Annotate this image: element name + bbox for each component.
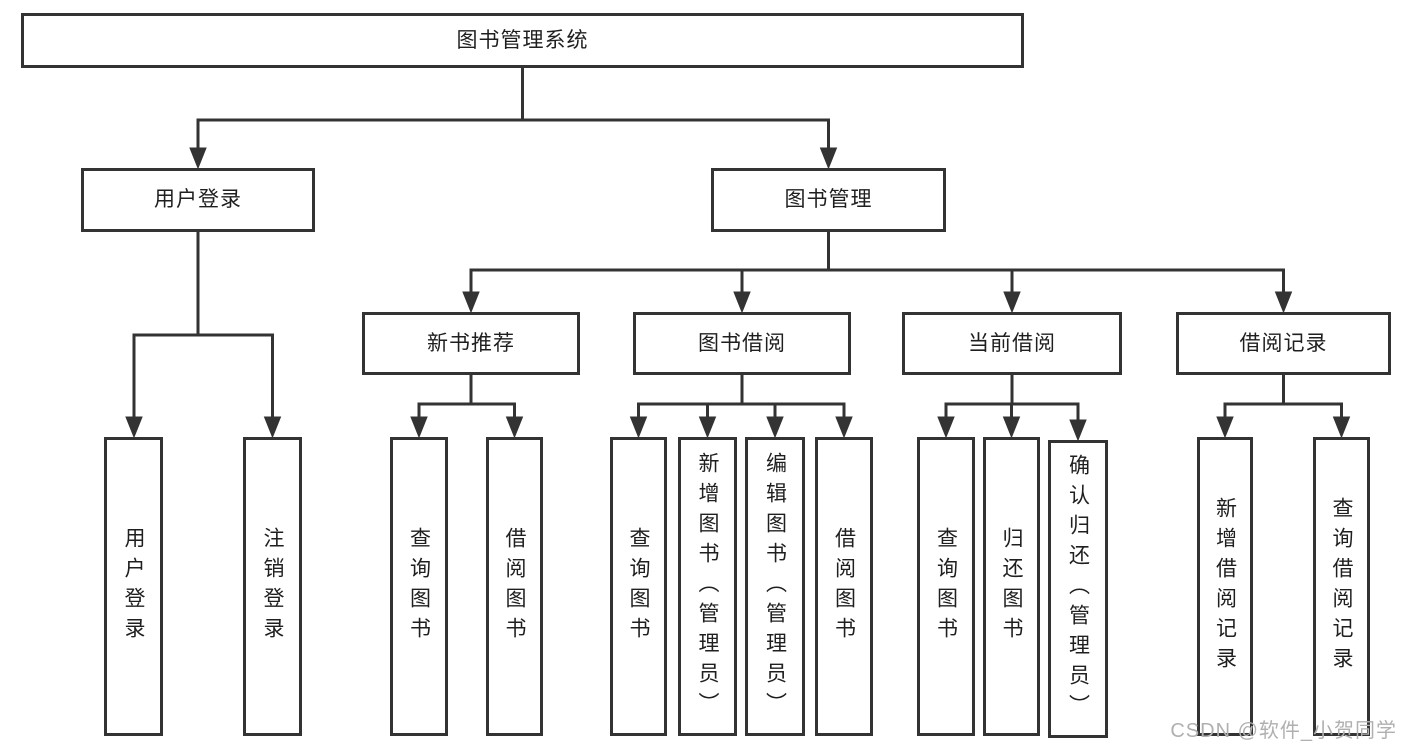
node-library-system: 图书管理系统	[21, 13, 1024, 68]
leaf-edit-book-admin: 编辑图书（管理员）	[745, 437, 805, 736]
arrowheads	[125, 147, 1351, 442]
leaf-add-book-admin: 新增图书（管理员）	[678, 437, 737, 736]
node-borrow-records: 借阅记录	[1176, 312, 1391, 375]
node-new-book-recommend: 新书推荐	[362, 312, 580, 375]
leaf-query-books-recommend: 查询图书	[390, 437, 448, 736]
node-user-login: 用户登录	[81, 168, 315, 232]
leaf-logout: 注销登录	[243, 437, 302, 736]
leaf-query-books-borrow: 查询图书	[610, 437, 667, 736]
node-book-borrow: 图书借阅	[633, 312, 851, 375]
leaf-confirm-return-admin: 确认归还（管理员）	[1048, 440, 1108, 738]
csdn-watermark: CSDN @软件_小贺同学	[1170, 720, 1397, 742]
leaf-query-borrow-record: 查询借阅记录	[1313, 437, 1370, 736]
leaf-add-borrow-record: 新增借阅记录	[1197, 437, 1253, 736]
leaf-user-login: 用户登录	[104, 437, 163, 736]
leaf-return-book: 归还图书	[983, 437, 1040, 736]
leaf-borrow-books-recommend: 借阅图书	[486, 437, 543, 736]
leaf-borrow-books: 借阅图书	[815, 437, 873, 736]
node-book-management: 图书管理	[711, 168, 946, 232]
leaf-query-books-current: 查询图书	[917, 437, 975, 736]
node-current-borrow: 当前借阅	[902, 312, 1122, 375]
